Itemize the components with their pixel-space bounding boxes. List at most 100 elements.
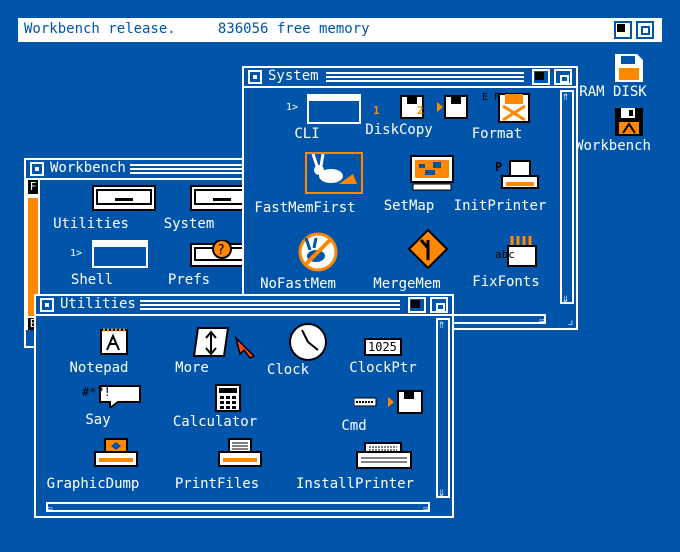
system-depth-front-gadget[interactable] [554, 69, 572, 85]
workbench-scroll-knob[interactable] [28, 198, 38, 316]
graphic-printer-icon [94, 438, 138, 467]
utilities-horizontal-scrollbar[interactable]: ⇐ ⇒ [46, 501, 430, 515]
system-icon-mergemem[interactable]: MergeMem [373, 228, 449, 292]
cli-prompt-text: 1> [286, 102, 299, 113]
drawer-icon [92, 185, 156, 211]
utilities-icon-calculator-label: Calculator [172, 414, 258, 430]
utilities-icon-clock-label: Clock [266, 362, 310, 378]
printer-icon [501, 160, 539, 189]
utilities-icon-calculator[interactable]: Calculator [173, 384, 257, 430]
utilities-icon-clockptr[interactable]: 1025 ClockPtr [349, 338, 417, 376]
system-icon-fastmemfirst-label: FastMemFirst [254, 200, 356, 216]
system-scroll-up-icon[interactable]: ⇑ [562, 89, 570, 103]
utilities-icon-more-label: More [175, 360, 209, 376]
workbench-icon-utilities[interactable]: Utilities [53, 184, 156, 232]
system-icon-setmap-label: SetMap [383, 198, 435, 214]
workbench-drag-bar[interactable] [130, 164, 248, 174]
workbench-icon-system[interactable]: System [154, 184, 254, 232]
workbench-close-gadget[interactable] [30, 162, 44, 176]
diskcopy-target-digit: 2 [417, 104, 424, 117]
clock-icon [289, 323, 327, 361]
workbench-icon-shell-label: Shell [70, 272, 114, 288]
utilities-scroll-up-icon[interactable]: ⇑ [438, 317, 446, 331]
workbench-icon-utilities-label: Utilities [53, 216, 129, 232]
workbench-vertical-scrollbar[interactable]: F E [26, 180, 40, 330]
system-icon-fixfonts-label: FixFonts [472, 274, 540, 290]
system-vertical-scrollbar[interactable]: ⇑ ⇓ [560, 90, 574, 304]
utilities-drag-bar[interactable] [140, 300, 400, 310]
fixfonts-text: abc [495, 248, 515, 261]
utilities-window-title: Utilities [60, 296, 140, 312]
system-title-bar[interactable]: System [244, 68, 576, 88]
system-icon-initprinter[interactable]: P InitPrinter [454, 160, 546, 214]
system-scroll-down-icon[interactable]: ⇓ [562, 291, 570, 305]
system-window-title: System [268, 68, 323, 84]
utilities-title-bar[interactable]: Utilities [36, 296, 452, 316]
utilities-icon-clockptr-label: ClockPtr [349, 360, 417, 376]
utilities-icon-clock[interactable]: Clock [267, 322, 327, 378]
utilities-icon-say[interactable]: #*?! Say [76, 384, 141, 428]
speech-bubble-icon [99, 385, 141, 408]
screen-depth-back-gadget[interactable] [614, 21, 632, 39]
system-horizontal-scrollbar[interactable]: ⇒ [442, 313, 546, 327]
utilities-icon-printfiles[interactable]: PrintFiles [175, 438, 262, 492]
system-scroll-right-icon[interactable]: ⇒ [538, 313, 546, 327]
utilities-icon-installprinter[interactable]: InstallPrinter [296, 442, 414, 492]
utilities-close-gadget[interactable] [40, 298, 54, 312]
floppy-disk-icon [615, 108, 643, 136]
clockptr-display: 1025 [364, 338, 402, 356]
system-icon-format[interactable]: E F Format [472, 92, 530, 142]
cmd-redirect-icon [354, 390, 423, 414]
system-icon-nofastmem[interactable]: NoFastMem [260, 232, 338, 292]
system-icon-setmap[interactable]: SetMap [384, 154, 454, 214]
utilities-icon-cmd[interactable]: Cmd [318, 390, 423, 434]
system-window[interactable]: System ⇑ ⇓ ⇒ ⌟ 1> CLI 1 2 DiskCopy [242, 66, 578, 330]
screen-title: Workbench release. 836056 free memory [24, 21, 370, 37]
utilities-icon-more[interactable]: More [172, 326, 230, 376]
ram-disk-icon[interactable]: RAM DISK [579, 52, 647, 100]
monitor-map-icon [410, 155, 454, 191]
system-icon-fixfonts[interactable]: abc FixFonts [472, 234, 540, 290]
system-icon-initprinter-label: InitPrinter [453, 198, 547, 214]
merge-sign-icon [407, 228, 449, 270]
workbench-disk-label: Workbench [575, 138, 651, 154]
system-drag-bar[interactable] [326, 72, 524, 82]
svg-text:?: ? [217, 243, 225, 258]
utilities-scroll-right-icon[interactable]: ⇒ [422, 501, 430, 515]
system-resize-gadget[interactable]: ⌟ [566, 313, 574, 327]
utilities-depth-front-gadget[interactable] [430, 297, 448, 313]
ram-disk-icon-image [615, 54, 643, 82]
prefs-drawer-icon: ? [190, 240, 254, 267]
utilities-depth-back-gadget[interactable] [408, 297, 426, 313]
fonts-icon [507, 236, 537, 267]
workbench-disk-icon[interactable]: Workbench [575, 106, 651, 154]
screen-depth-front-gadget[interactable] [636, 21, 654, 39]
shell-window-icon [92, 240, 148, 268]
system-icon-cli-label: CLI [294, 126, 320, 142]
system-icon-diskcopy[interactable]: 1 2 DiskCopy [364, 94, 468, 138]
utilities-icon-notepad-label: Notepad [69, 360, 129, 376]
notepad-icon [100, 328, 128, 355]
screen-title-bar[interactable]: Workbench release. 836056 free memory [18, 18, 662, 42]
scroll-letter-top: F [28, 180, 38, 194]
utilities-window[interactable]: Utilities ⇑ ⇓ ⇐ ⇒ Notepad More [34, 294, 454, 518]
scroll-document-icon [192, 327, 230, 357]
system-depth-back-gadget[interactable] [532, 69, 550, 85]
utilities-icon-notepad[interactable]: Notepad [69, 326, 129, 376]
workbench-icon-prefs-label: Prefs [167, 272, 211, 288]
system-icon-fastmemfirst[interactable]: FastMemFirst [254, 152, 363, 216]
system-close-gadget[interactable] [248, 70, 262, 84]
system-icon-cli[interactable]: 1> CLI [280, 94, 361, 142]
utilities-scroll-left-icon[interactable]: ⇐ [46, 501, 54, 515]
system-icon-nofastmem-label: NoFastMem [260, 276, 336, 292]
utilities-scroll-down-icon[interactable]: ⇓ [438, 485, 446, 499]
clockptr-digits: 1025 [368, 340, 397, 354]
utilities-icon-say-label: Say [85, 412, 111, 428]
workbench-icon-prefs[interactable]: ? Prefs [154, 240, 254, 288]
workbench-title-bar[interactable]: Workbench [26, 160, 248, 180]
utilities-icon-cmd-label: Cmd [341, 418, 367, 434]
workbench-icon-system-label: System [163, 216, 215, 232]
workbench-icon-shell[interactable]: 1> Shell [64, 240, 148, 288]
utilities-icon-graphicdump[interactable]: GraphicDump [47, 438, 139, 492]
utilities-vertical-scrollbar[interactable]: ⇑ ⇓ [436, 318, 450, 498]
